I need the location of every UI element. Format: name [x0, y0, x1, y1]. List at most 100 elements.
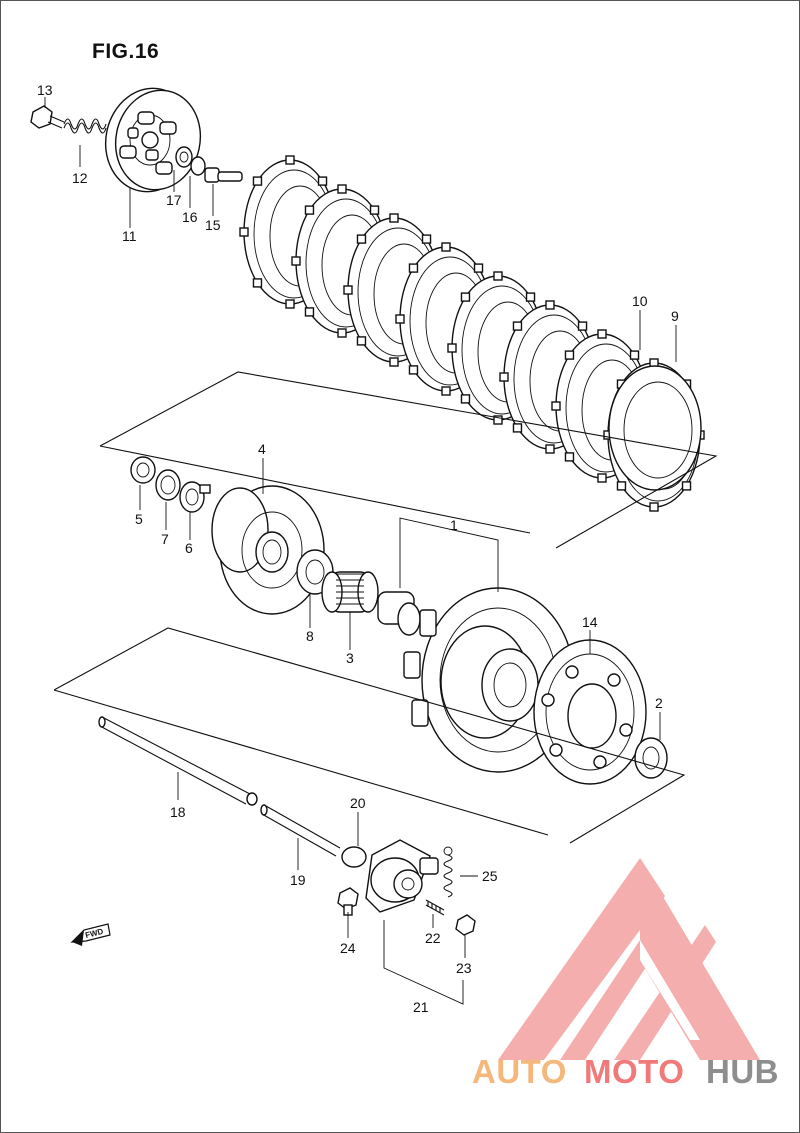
label-6: 6	[185, 540, 193, 556]
label-16: 16	[182, 209, 198, 225]
plate-tab	[389, 213, 399, 223]
plate-tab	[395, 314, 405, 324]
plate-tab	[499, 372, 509, 382]
label-24: 24	[340, 940, 356, 956]
figure-title: FIG.16	[92, 40, 159, 63]
plate-tab	[512, 321, 523, 331]
watermark-logo	[498, 858, 760, 1060]
plate-tab	[577, 321, 588, 331]
push-rod-18-drawing	[98, 716, 258, 806]
watermark-text-hub: HUB	[706, 1053, 779, 1090]
pressure-plate-group	[30, 87, 243, 193]
friction-plate-9	[608, 365, 702, 491]
push-piece-15-drawing	[204, 167, 243, 183]
plate-tab	[389, 357, 399, 367]
plate-tab	[447, 343, 457, 353]
label-11: 11	[122, 228, 137, 244]
plate-tab	[525, 292, 536, 302]
leader-lines	[44, 97, 677, 1005]
label-18: 18	[170, 804, 186, 820]
plate-tab	[441, 386, 451, 396]
label-4: 4	[258, 441, 266, 457]
plate-tab	[545, 444, 555, 454]
screw-22-drawing	[425, 899, 445, 916]
plate-tab	[681, 481, 692, 491]
needle-bearing-3-drawing	[321, 571, 379, 613]
label-25: 25	[482, 868, 498, 884]
label-1: 1	[450, 517, 458, 533]
plate-tab	[369, 205, 380, 215]
clutch-plate-stack	[239, 155, 705, 512]
plate-tab	[291, 256, 301, 266]
piece-20-drawing	[341, 846, 367, 868]
plate-tab	[408, 365, 419, 375]
plate-tab	[551, 401, 561, 411]
nut-23-drawing	[455, 914, 476, 936]
plate-tab	[493, 415, 503, 425]
plate-tab	[285, 299, 295, 309]
label-23: 23	[456, 960, 472, 976]
plate-tab	[512, 423, 523, 433]
plate-tab	[356, 336, 367, 346]
label-2: 2	[655, 695, 663, 711]
label-10: 10	[632, 293, 648, 309]
spring-25-drawing	[443, 846, 453, 898]
plate-tab	[460, 394, 471, 404]
plate-tab	[597, 329, 607, 339]
label-22: 22	[425, 930, 441, 946]
plate-tab	[649, 502, 659, 512]
plate-tab	[304, 205, 315, 215]
lock-washer-6-drawing	[179, 481, 211, 513]
nut-5-drawing	[130, 456, 156, 484]
watermark-text-auto: AUTO	[472, 1053, 567, 1090]
ring-16-drawing	[190, 156, 206, 176]
plate-tab	[493, 271, 503, 281]
label-14: 14	[582, 614, 598, 630]
label-12: 12	[72, 170, 88, 186]
plate-tab	[285, 155, 295, 165]
fwd-arrow-icon: FWD	[70, 923, 111, 946]
plate-tab	[356, 234, 367, 244]
plate-tab	[564, 452, 575, 462]
label-17: 17	[166, 192, 182, 208]
label-5: 5	[135, 511, 143, 527]
push-rod-19-drawing	[260, 804, 341, 857]
plate-tab	[597, 473, 607, 483]
fwd-label: FWD	[84, 927, 104, 940]
washer-2-drawing	[634, 737, 668, 779]
plate-tab	[337, 328, 347, 338]
label-20: 20	[350, 795, 366, 811]
watermark-text-moto: MOTO	[584, 1053, 684, 1090]
label-7: 7	[161, 531, 169, 547]
plate-tab	[408, 263, 419, 273]
watermark-wordmark: AUTO MOTO HUB	[472, 1053, 779, 1090]
plate-tab	[545, 300, 555, 310]
bolt-24-drawing	[337, 887, 359, 916]
release-cam-21-drawing	[365, 839, 439, 913]
plate-tab	[317, 176, 328, 186]
boss-group-frame	[99, 371, 718, 549]
bolt-13-drawing	[30, 105, 65, 129]
plate-tab	[473, 263, 484, 273]
label-9: 9	[671, 308, 679, 324]
plate-tab	[616, 481, 627, 491]
shaft-group-frame	[53, 627, 686, 844]
label-21: 21	[413, 999, 429, 1015]
plate-tab	[252, 278, 263, 288]
label-19: 19	[290, 872, 306, 888]
gear-14-drawing	[533, 639, 647, 785]
pressure-plate-11-drawing	[104, 87, 202, 193]
plate-tab	[239, 227, 249, 237]
plate-tab	[460, 292, 471, 302]
clutch-sleeve-hub-4-drawing	[211, 485, 325, 615]
bearing-17-drawing	[175, 146, 193, 168]
plate-tab	[252, 176, 263, 186]
plate-tab	[337, 184, 347, 194]
label-15: 15	[205, 217, 221, 233]
spring-12-drawing	[63, 118, 107, 134]
plate-tab	[304, 307, 315, 317]
part-number-labels: 13 12 11 17 16 15 10 9 4 5 7 6 8 3 1 14 …	[37, 82, 679, 1015]
friction-plate-9-inner	[623, 381, 693, 479]
plate-tab	[564, 350, 575, 360]
